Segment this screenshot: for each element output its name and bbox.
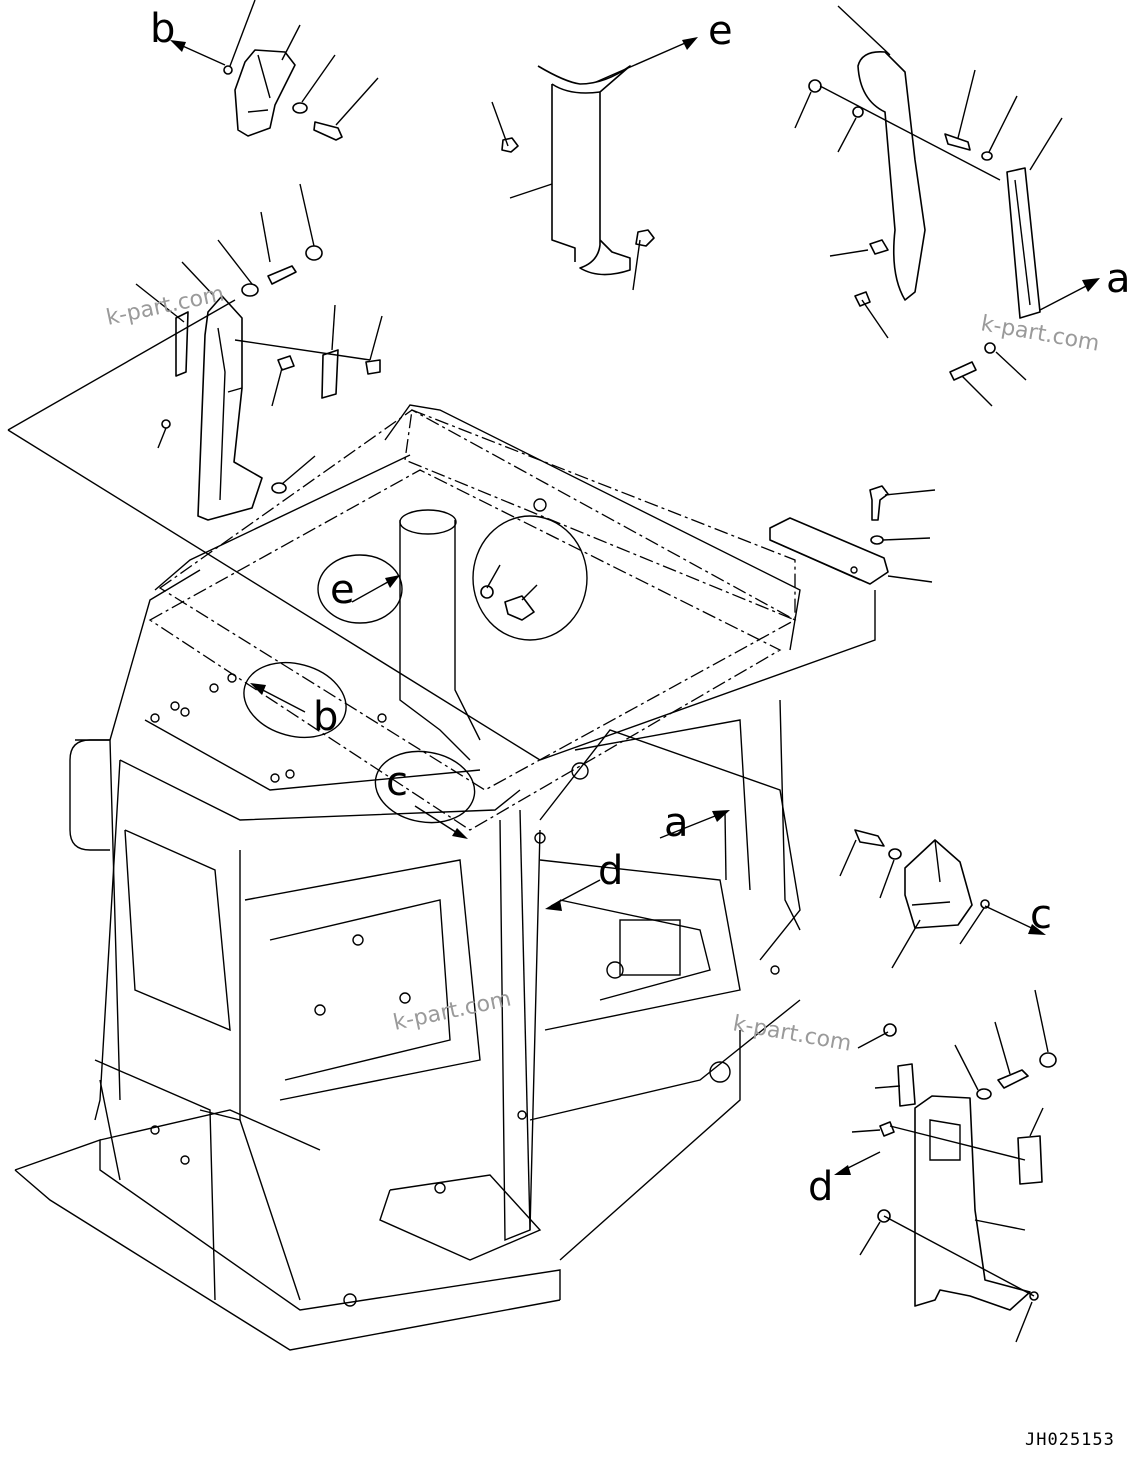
frame-holes: [150, 498, 780, 1307]
callout-d-frame: d: [598, 848, 623, 894]
callout-e-top: e: [708, 8, 733, 54]
roof-plate-part: [539, 485, 936, 761]
pillar-cover-left-part: [7, 183, 541, 761]
callout-e-frame: e: [330, 567, 355, 613]
callout-labels: b e a e b c a d c d: [150, 6, 1131, 1210]
pillar-cover-a-part: [794, 5, 1063, 407]
callout-b-frame: b: [313, 694, 338, 740]
bracket-c-part: [839, 829, 990, 969]
callout-a-frame: a: [664, 800, 689, 846]
callout-c-frame: c: [386, 759, 408, 805]
callout-b-ellipse: [243, 662, 347, 738]
watermark-3: k-part.com: [391, 987, 513, 1036]
watermark-4: k-part.com: [731, 1011, 853, 1056]
callout-a-right: a: [1106, 256, 1131, 302]
pillar-cover-e-part: [491, 65, 655, 291]
pillar-cover-d-part: [851, 989, 1057, 1343]
callout-b-top: b: [150, 6, 175, 52]
callout-c-right: c: [1030, 892, 1052, 938]
callout-arrows: [170, 37, 1100, 1175]
detail-ellipse: [472, 515, 588, 641]
cab-frame: [14, 404, 801, 1351]
bracket-b-part: [223, 0, 379, 141]
watermark-2: k-part.com: [979, 311, 1101, 356]
callout-c-ellipse: [374, 750, 476, 824]
watermarks: k-part.com k-part.com k-part.com k-part.…: [104, 282, 1101, 1057]
callout-e-ellipse: [317, 554, 403, 624]
callout-d-bottom: d: [808, 1164, 833, 1210]
drawing-code: JH025153: [1025, 1430, 1115, 1450]
